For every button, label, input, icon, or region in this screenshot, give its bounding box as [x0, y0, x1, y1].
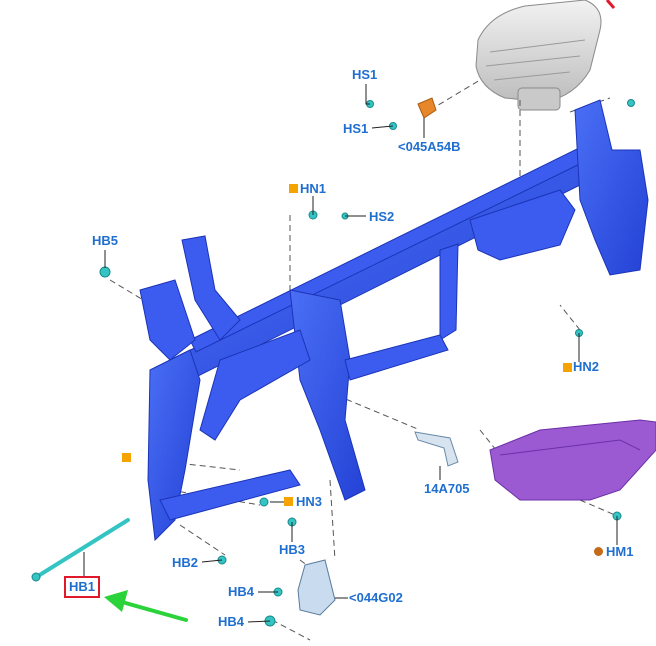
bracket-044g02	[297, 559, 336, 616]
bracket-045a54b	[417, 97, 437, 119]
fastener-top-right	[627, 99, 635, 107]
orange-square-icon-hn2	[563, 363, 572, 372]
label-hb1-highlighted: HB1	[64, 576, 101, 598]
fastener-hb5	[99, 266, 111, 278]
fastener-hn3	[259, 497, 269, 507]
cross-car-beam	[139, 99, 649, 542]
label-hn1: HN1	[300, 181, 327, 196]
orange-square-icon-left	[122, 453, 131, 462]
label-hs1-top: HS1	[352, 67, 378, 82]
label-hn2: HN2	[573, 359, 600, 374]
bolt-hb1	[31, 518, 130, 582]
bracket-14a705	[414, 431, 459, 467]
green-arrow-icon	[104, 590, 188, 622]
label-hb4-top: HB4	[228, 584, 255, 599]
label-hb4-bottom: HB4	[218, 614, 245, 629]
orange-square-icon-hn1	[289, 184, 298, 193]
label-hs2: HS2	[369, 209, 395, 224]
label-part-045a54b: <045A54B	[398, 139, 461, 154]
label-part-14a705: 14A705	[424, 481, 470, 496]
brown-circle-icon-hm1	[594, 547, 603, 556]
label-hb3: HB3	[279, 542, 306, 557]
label-hb5: HB5	[92, 233, 119, 248]
label-hb2: HB2	[172, 555, 199, 570]
label-hn3: HN3	[296, 494, 323, 509]
orange-square-icon-hn3	[284, 497, 293, 506]
label-hs1-bottom: HS1	[343, 121, 369, 136]
label-hm1: HM1	[606, 544, 634, 559]
lower-tray	[489, 419, 656, 501]
label-part-044g02: <044G02	[349, 590, 403, 605]
airbag-module	[475, 0, 616, 111]
